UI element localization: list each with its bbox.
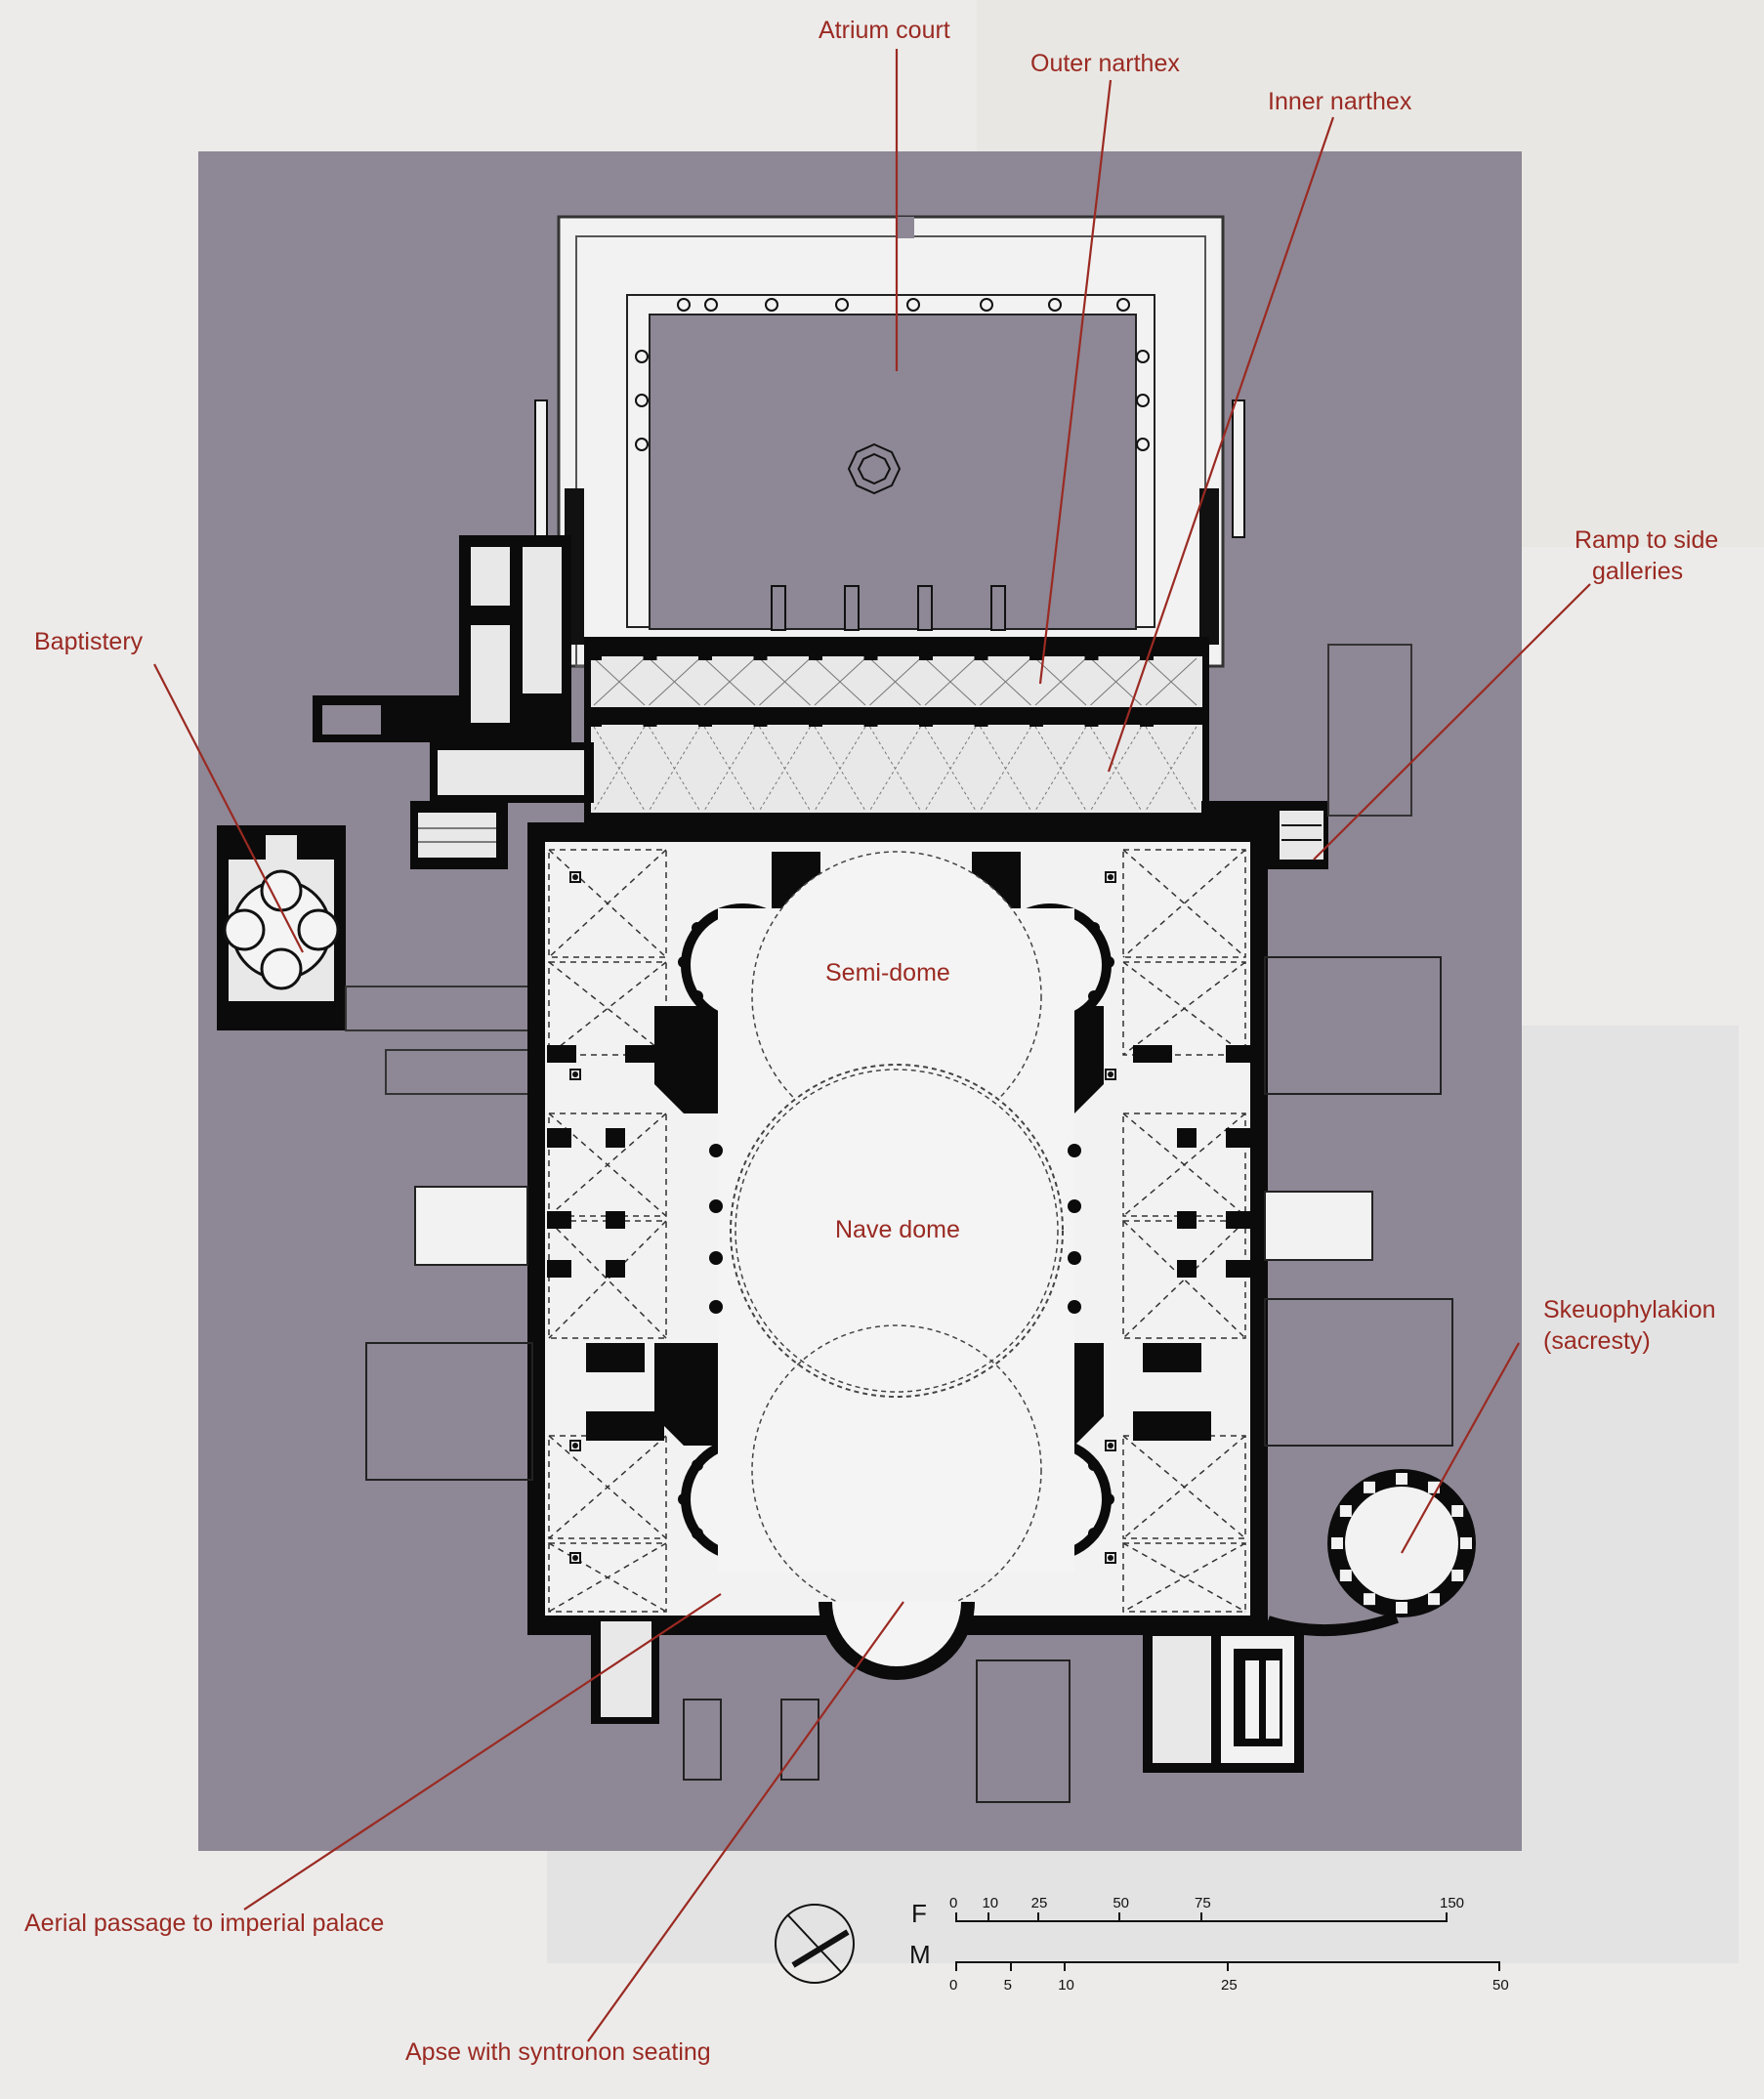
scale-feet-tickmark <box>1118 1912 1121 1922</box>
scale-meter-tickmark <box>1064 1961 1067 1971</box>
scale-meter-tickmark <box>955 1961 957 1971</box>
scale-meter-tickmark <box>1009 1961 1012 1971</box>
scale-feet-tickmark <box>1200 1912 1202 1922</box>
baptistery <box>217 825 542 1095</box>
scale-feet-tick: 25 <box>1030 1895 1048 1911</box>
annotation-leaders <box>153 49 1591 2042</box>
scale-meters-letter: M <box>909 1940 931 1969</box>
northwest-rooms <box>313 535 571 869</box>
scale-meter-tick: 0 <box>949 1977 958 1994</box>
label-ramp-line1: Ramp to side <box>1575 526 1719 554</box>
label-apse: Apse with syntronon seating <box>405 2038 711 2066</box>
label-outer-narthex: Outer narthex <box>1030 50 1180 77</box>
scale-feet-tickmark <box>1446 1912 1448 1922</box>
label-aerial-passage: Aerial passage to imperial palace <box>24 1910 385 1937</box>
label-baptistery: Baptistery <box>34 628 144 655</box>
scale-meter-tick: 5 <box>1003 1977 1012 1994</box>
scale-feet-tick: 50 <box>1113 1895 1130 1911</box>
label-skeuophylakion-line2: (sacresty) <box>1543 1327 1651 1355</box>
label-atrium-court: Atrium court <box>819 17 950 44</box>
scale-meter-tick: 10 <box>1058 1977 1074 1994</box>
label-inner-narthex: Inner narthex <box>1268 88 1412 115</box>
scale-feet-tickmark <box>955 1912 957 1922</box>
main-church <box>365 822 1453 1803</box>
label-semi-dome: Semi-dome <box>825 959 950 987</box>
label-nave-dome: Nave dome <box>835 1216 960 1243</box>
scale-meter-tickmark <box>1498 1961 1500 1971</box>
scale-feet-letter: F <box>911 1899 927 1928</box>
north-arrow-icon <box>775 1904 855 1984</box>
scale-meter-tick: 25 <box>1221 1977 1238 1994</box>
skeuophylakion <box>1266 1469 1476 1637</box>
scale-meter-tick: 50 <box>1492 1977 1509 1994</box>
scale-feet-tickmark <box>1036 1912 1039 1922</box>
label-ramp-line2: galleries <box>1592 558 1684 585</box>
narthexes <box>430 637 1412 869</box>
scale-feet-tickmark <box>987 1912 990 1922</box>
scale-feet-tick: 75 <box>1195 1895 1211 1911</box>
scale-feet-tick: 10 <box>982 1895 999 1911</box>
scale-feet-tick: 150 <box>1440 1895 1465 1911</box>
scale-feet-tick: 0 <box>949 1895 958 1911</box>
scale-meter-tickmark <box>1227 1961 1229 1971</box>
label-skeuophylakion-line1: Skeuophylakion <box>1543 1296 1716 1323</box>
atrium <box>534 215 1245 668</box>
